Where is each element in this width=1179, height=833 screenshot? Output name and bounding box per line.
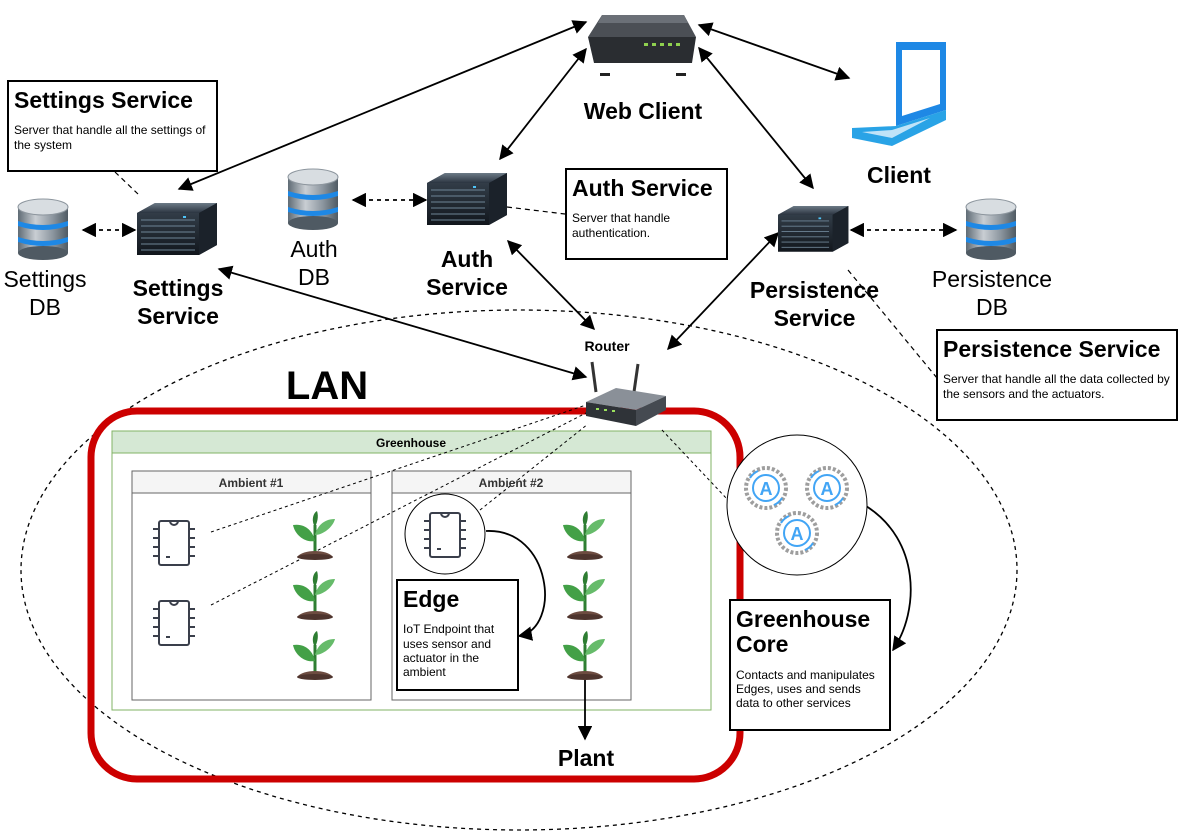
agent-glyph-2: A	[821, 479, 834, 499]
auth-note-title: Auth Service	[572, 175, 713, 201]
settings-note-body: Server that handle all the settings of t…	[14, 123, 206, 152]
greenhouse-core-note-title: Greenhouse Core	[736, 606, 871, 658]
lan-boundary	[20, 309, 1018, 831]
edge-note-body: IoT Endpoint that uses sensor and actuat…	[403, 622, 495, 680]
edge-to-note-arrow	[485, 530, 546, 641]
auth-db-label: Auth DB	[290, 236, 338, 290]
agent-glyph-1: A	[760, 479, 773, 499]
note-connectors	[114, 171, 938, 379]
lan-highlight-frame	[87, 407, 744, 783]
ambient-1-box	[131, 470, 372, 701]
greenhouse-core-note: Greenhouse Core Contacts and manipulates…	[729, 599, 891, 731]
core-to-note-arrow	[865, 505, 912, 652]
persistence-server-icon	[777, 205, 849, 253]
edge-note: Edge IoT Endpoint that uses sensor and a…	[396, 579, 519, 691]
web-client-icon	[588, 15, 696, 76]
ambient-1-header	[131, 470, 372, 494]
settings-note-title: Settings Service	[14, 87, 193, 113]
agent-glyph-3: A	[791, 524, 804, 544]
plant-label: Plant	[558, 745, 615, 771]
web-client-label: Web Client	[584, 98, 703, 124]
auth-service-label: Auth Service	[426, 246, 508, 300]
client-label: Client	[867, 162, 931, 188]
auth-server-icon	[426, 172, 508, 226]
settings-server-icon	[136, 202, 218, 256]
persistence-db-label: Persistence DB	[931, 266, 1053, 320]
db-links	[81, 192, 958, 238]
auth-db-icon	[287, 168, 339, 231]
greenhouse-header	[111, 430, 712, 454]
settings-service-label: Settings Service	[132, 275, 224, 329]
settings-db-icon	[17, 198, 69, 261]
persistence-service-label: Persistence Service	[749, 277, 880, 331]
core-cluster-circle	[726, 434, 868, 576]
persistence-db-icon	[965, 198, 1017, 261]
edge-highlight-circle	[404, 493, 486, 575]
router-label: Router	[584, 338, 630, 354]
auth-note-body: Server that handle authentication.	[572, 211, 671, 240]
persistence-note-body: Server that handle all the data collecte…	[943, 372, 1170, 401]
client-laptop-icon	[852, 42, 946, 146]
settings-note: Settings Service Server that handle all …	[7, 80, 218, 172]
persistence-note-title: Persistence Service	[943, 336, 1161, 362]
router-icon	[586, 361, 666, 426]
ambient-2-header	[391, 470, 632, 494]
settings-db-label: Settings DB	[3, 266, 87, 320]
persistence-note: Persistence Service Server that handle a…	[936, 329, 1178, 421]
router-edge-links	[210, 404, 729, 606]
service-links	[177, 20, 851, 381]
greenhouse-core-note-body: Contacts and manipulates Edges, uses and…	[736, 667, 875, 711]
ambient-2-title: Ambient #2	[479, 476, 544, 490]
ambient-1-title: Ambient #1	[219, 476, 284, 490]
greenhouse-title: Greenhouse	[376, 436, 446, 450]
edge-note-title: Edge	[403, 586, 460, 612]
lan-label: LAN	[286, 364, 368, 408]
auth-note: Auth Service Server that handle authenti…	[565, 168, 728, 260]
